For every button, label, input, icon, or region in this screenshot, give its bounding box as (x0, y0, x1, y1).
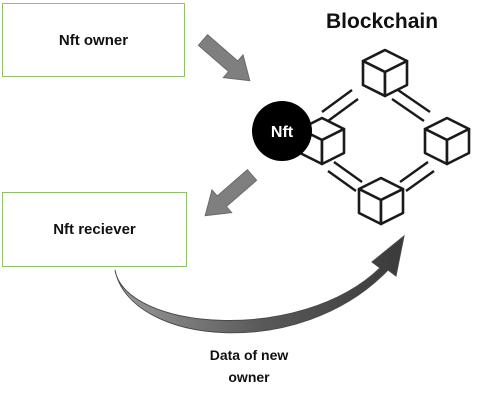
arrow-icon (204, 169, 258, 217)
nft-receiver-box: Nft reciever (2, 192, 187, 267)
cube-icon (361, 48, 409, 98)
new-owner-data-caption: Data of new owner (190, 344, 308, 388)
nft-token-label: Nft (271, 124, 294, 141)
arrow-icon (197, 34, 251, 82)
nft-owner-label: Nft owner (58, 31, 129, 49)
nft-owner-box: Nft owner (2, 3, 185, 77)
nft-token: Nft (252, 101, 312, 161)
caption-line-2: owner (228, 369, 270, 385)
blockchain-title: Blockchain (326, 10, 439, 33)
cube-icon (423, 116, 471, 166)
curved-arrow-icon (114, 234, 405, 334)
chain-links (321, 89, 435, 192)
nft-receiver-label: Nft reciever (53, 221, 136, 238)
cube-icon (357, 176, 405, 226)
caption-line-1: Data of new (209, 347, 289, 363)
